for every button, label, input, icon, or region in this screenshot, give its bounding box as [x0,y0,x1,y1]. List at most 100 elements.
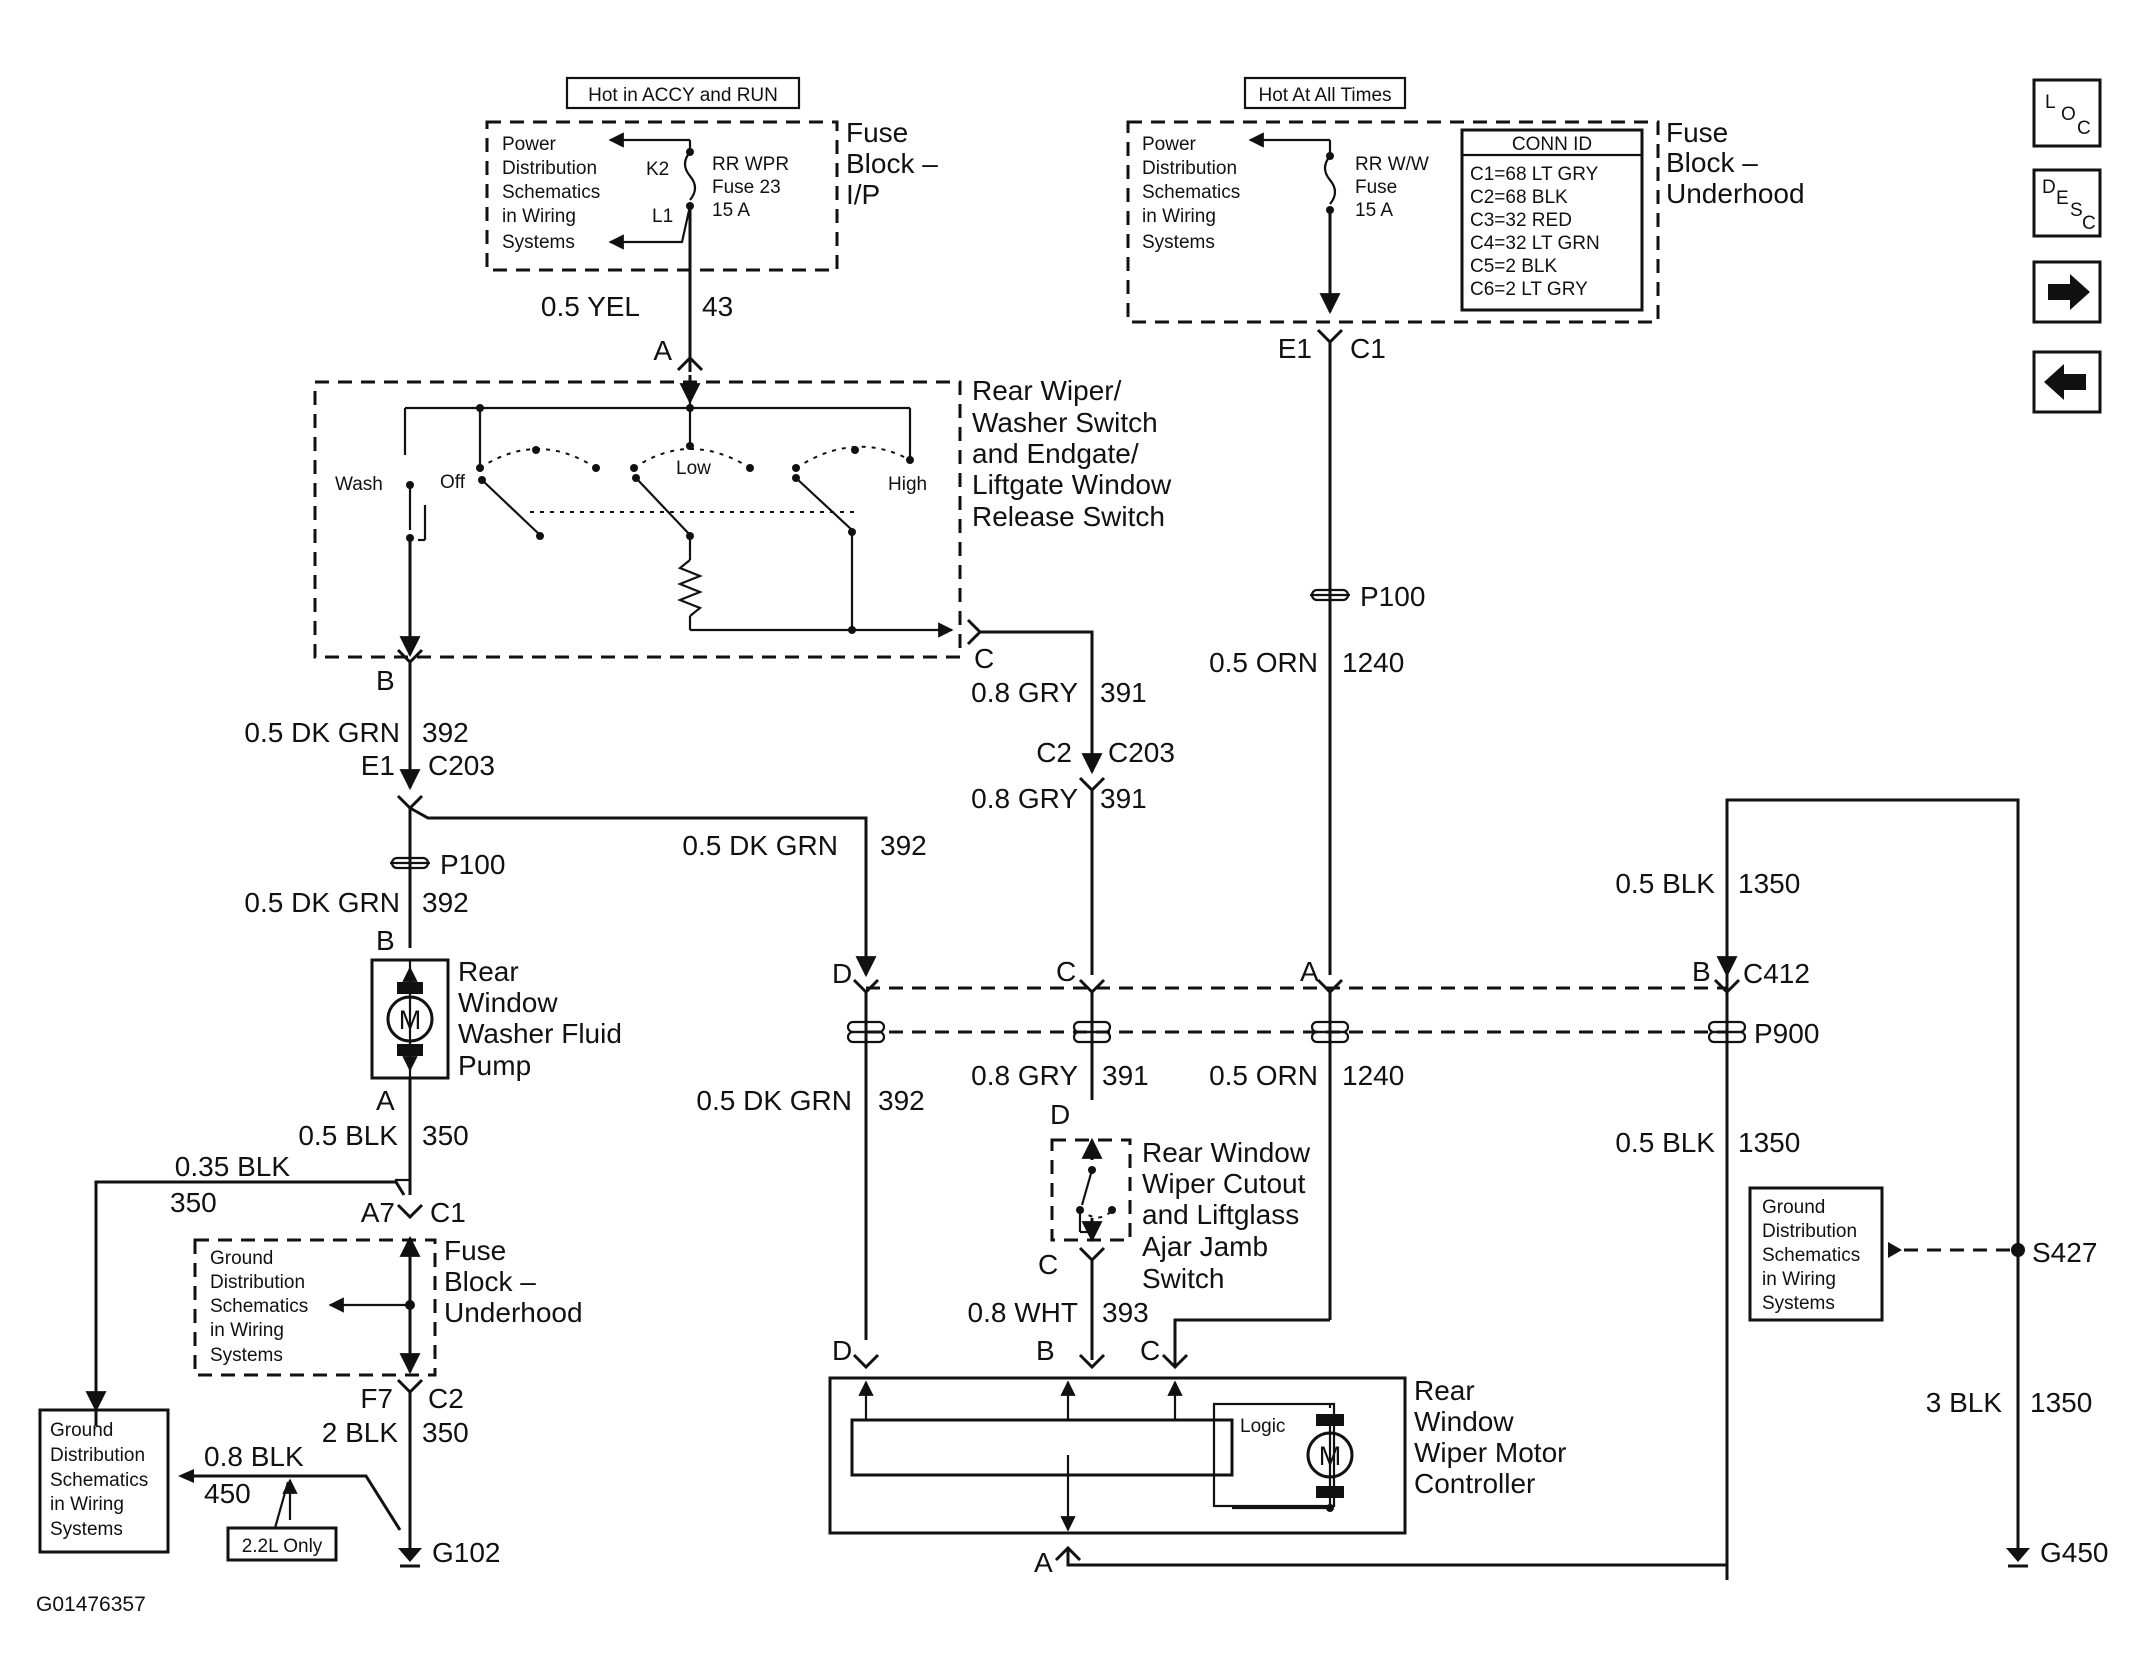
conn-id-box [1460,128,1644,312]
svg-text:C3=32 RED: C3=32 RED [1470,210,1572,231]
wire-1350-gauge-1: 0.5 BLK [1615,868,1715,899]
pump-name: Rear Window Washer Fluid Pump [458,956,622,1081]
svg-text:in Wiring: in Wiring [1762,1269,1836,1290]
wire-391-circuit-3: 391 [1102,1060,1149,1091]
svg-text:Wiper Cutout: Wiper Cutout [1142,1168,1306,1199]
wire-392-circuit-1: 392 [422,717,469,748]
svg-text:Window: Window [1414,1406,1514,1437]
wire-393-circuit: 393 [1102,1297,1149,1328]
pin-k2: K2 [646,159,669,180]
svg-text:Schematics: Schematics [1762,1245,1860,1266]
svg-text:in Wiring: in Wiring [50,1494,124,1515]
switch-pin-b: B [376,665,395,696]
c412-label: C412 [1743,958,1810,989]
svg-text:Schematics: Schematics [1142,182,1240,203]
svg-text:C4=32 LT GRN: C4=32 LT GRN [1470,233,1600,254]
svg-text:RR W/W: RR W/W [1355,154,1429,175]
svg-text:Schematics: Schematics [210,1296,308,1317]
wiper-motor-controller: Logic M Rear Window Wiper Motor Controll… [828,1375,1566,1535]
svg-text:Pump: Pump [458,1050,531,1081]
switch-outline [313,380,962,659]
p900-splice [846,1020,1747,1044]
switch-pos-high: High [888,474,927,495]
wire-391-gauge-1: 0.8 GRY [971,677,1078,708]
wire-450-gauge: 0.8 BLK [204,1441,304,1472]
pump-pin-b: B [376,925,395,956]
jamb-pin-c: C [1038,1249,1058,1280]
wire-392-gauge-2: 0.5 DK GRN [682,830,838,861]
c203-label-left: C203 [428,750,495,781]
fuse-block-underhood-top: Hot At All Times Power Distribution Sche… [1126,76,1805,975]
svg-text:C1=68 LT GRY: C1=68 LT GRY [1470,164,1599,185]
controller-logic-box [1212,1402,1336,1508]
g450-ground-symbol [2006,1548,2030,1568]
controller-name: Rear Window Wiper Motor Controller [1414,1375,1566,1499]
p100-right-label: P100 [1360,581,1425,612]
prev-arrow-button[interactable] [2032,350,2102,414]
wire-450-circuit: 450 [204,1478,251,1509]
switch-pin-a: A [653,335,672,366]
svg-text:Power: Power [502,134,557,155]
svg-text:Systems: Systems [50,1519,123,1540]
wire-391-gauge-2: 0.8 GRY [971,783,1078,814]
svg-text:Systems: Systems [1142,232,1215,253]
ground-dist-right: Ground Distribution Schematics in Wiring… [1748,1186,1884,1322]
svg-text:Rear Window: Rear Window [1142,1137,1311,1168]
svg-text:B: B [1692,956,1711,987]
svg-text:Systems: Systems [1762,1293,1835,1314]
svg-text:15 A: 15 A [712,200,750,221]
next-arrow-button[interactable] [2032,260,2102,324]
svg-text:I/P: I/P [846,179,880,210]
wire-392-circuit-2: 392 [880,830,927,861]
svg-text:C5=2 BLK: C5=2 BLK [1470,256,1557,277]
wire-1350-gauge-2: 0.5 BLK [1615,1127,1715,1158]
svg-text:Ground: Ground [210,1248,273,1269]
svg-text:Ground: Ground [1762,1197,1825,1218]
power-dist-text-left: Power Distribution Schematics in Wiring … [502,134,600,253]
svg-text:C: C [2077,118,2091,139]
svg-text:Fuse: Fuse [1355,177,1397,198]
conn-id-list: C1=68 LT GRY C2=68 BLK C3=32 RED C4=32 L… [1470,164,1600,300]
switch-pos-wash: Wash [335,474,383,495]
svg-text:Block –: Block – [846,148,938,179]
arrow-left-icon [2044,364,2086,400]
fuse-block-underhood-name: Fuse Block – Underhood [1666,117,1805,209]
jamb-switch: Rear Window Wiper Cutout and Liftglass A… [1050,1137,1311,1294]
jamb-switch-name: Rear Window Wiper Cutout and Liftglass A… [1142,1137,1311,1294]
svg-text:Wiper Motor: Wiper Motor [1414,1437,1566,1468]
jamb-pin-d: D [1050,1099,1070,1130]
p900-label: P900 [1754,1018,1819,1049]
pin-c1-top: C1 [1350,333,1386,364]
wire-43-gauge: 0.5 YEL [541,291,640,322]
svg-text:in Wiring: in Wiring [210,1320,284,1341]
wire-1240-gauge-2: 0.5 ORN [1209,1060,1318,1091]
loc-button[interactable]: L O C [2032,78,2102,148]
svg-text:and Endgate/: and Endgate/ [972,438,1139,469]
c203-c2: C2 [1036,737,1072,768]
fuse-23-symbol [683,151,697,201]
fuse-block-underhood-lower: Ground Distribution Schematics in Wiring… [193,1235,583,1377]
switch-pin-c: C [974,643,994,674]
wire-1350b-gauge: 3 BLK [1926,1387,2003,1418]
only-22-label: 2.2L Only [242,1536,323,1557]
svg-text:Fuse 23: Fuse 23 [712,177,781,198]
svg-text:Fuse: Fuse [444,1235,506,1266]
controller-logic-bar [850,1418,1234,1477]
switch-resistor [677,559,703,617]
rear-wiper-switch: A Wash Off Low High [313,335,1172,770]
desc-button[interactable]: D E S C [2032,168,2102,238]
svg-text:Underhood: Underhood [444,1297,583,1328]
svg-text:Rear: Rear [458,956,519,987]
g102-label: G102 [432,1537,501,1568]
p100-splice-left [390,856,430,870]
pin-e1-top: E1 [1278,333,1312,364]
pin-c1-lower: C1 [430,1197,466,1228]
wire-1350-circuit-2: 1350 [1738,1127,1800,1158]
wire-350-gauge: 0.5 BLK [298,1120,398,1151]
svg-text:Liftgate Window: Liftgate Window [972,469,1172,500]
svg-text:and Liftglass: and Liftglass [1142,1199,1299,1230]
svg-text:Distribution: Distribution [1762,1221,1857,1242]
controller-pin-c: C [1140,1335,1160,1366]
g102-ground-symbol [398,1540,422,1568]
svg-text:L: L [2045,92,2056,113]
